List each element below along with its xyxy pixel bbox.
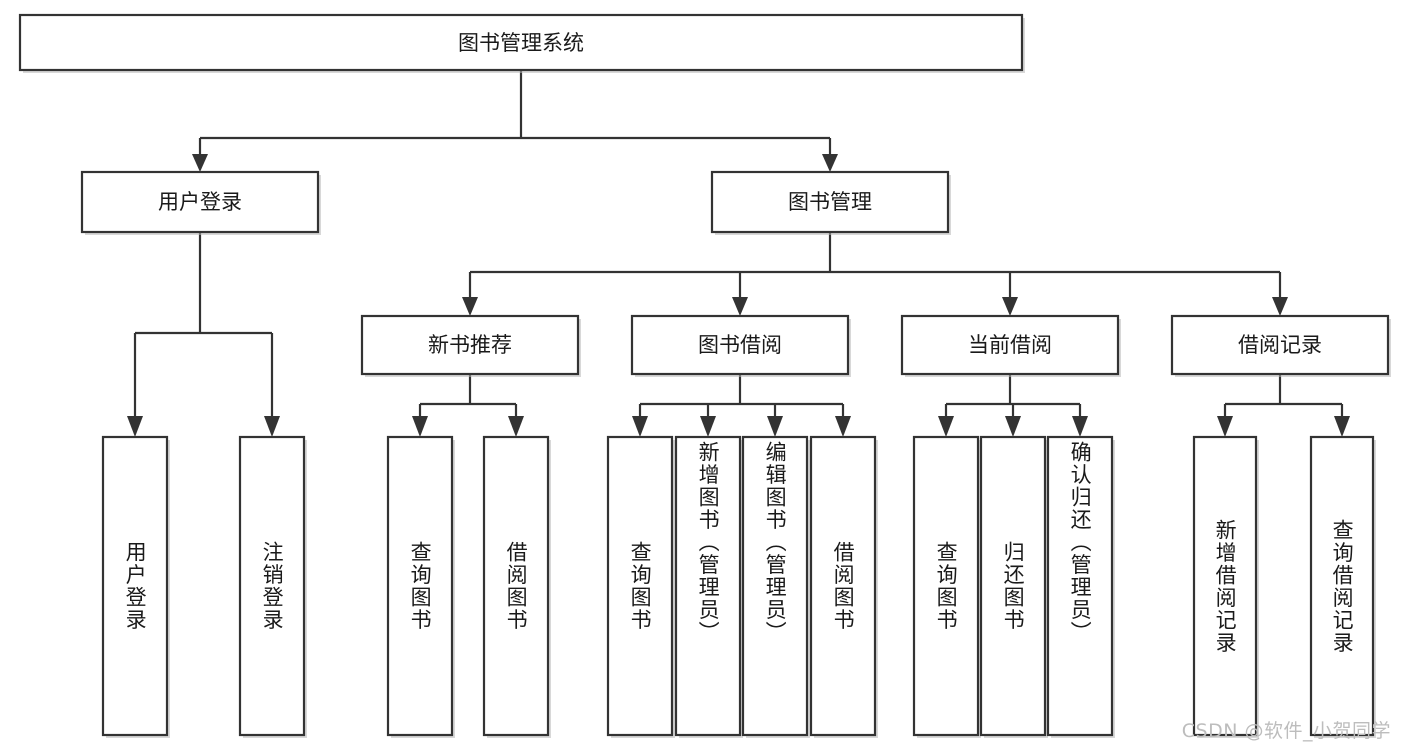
leaf-node-edit-book-admin[interactable] bbox=[741, 435, 810, 738]
leaf-node-add-book-admin[interactable] bbox=[674, 435, 743, 738]
node-book-manage[interactable]: 图书管理 bbox=[710, 170, 951, 235]
leaf-node-query-borrow-record[interactable] bbox=[1309, 435, 1376, 738]
node-rect bbox=[1046, 435, 1114, 737]
node-label: 图书管理系统 bbox=[458, 31, 584, 55]
arrowhead-leaf-add-borrow-record bbox=[1217, 416, 1233, 437]
node-rect bbox=[238, 435, 306, 737]
leaf-node-query-book-2[interactable] bbox=[606, 435, 675, 738]
node-label: 用户登录 bbox=[158, 190, 242, 214]
node-rect bbox=[710, 170, 950, 234]
node-current-borrow[interactable]: 当前借阅 bbox=[900, 314, 1121, 377]
leaf-node-user-logout[interactable] bbox=[238, 435, 307, 738]
node-book-borrow[interactable]: 图书借阅 bbox=[630, 314, 851, 377]
node-rect bbox=[979, 435, 1047, 737]
csdn-watermark: CSDN @软件_小贺同学 bbox=[1181, 720, 1391, 742]
arrowhead-leaf-borrow-book-2 bbox=[835, 416, 851, 437]
node-rect bbox=[741, 435, 809, 737]
arrowhead-leaf-user-login bbox=[127, 416, 143, 437]
arrowhead-leaf-query-book-3 bbox=[938, 416, 954, 437]
arrowhead-new-book-recommend bbox=[462, 297, 478, 316]
arrowhead-leaf-query-book-2 bbox=[632, 416, 648, 437]
arrowhead-leaf-add-book-admin bbox=[700, 416, 716, 437]
node-borrow-record[interactable]: 借阅记录 bbox=[1170, 314, 1391, 377]
arrowhead-leaf-user-logout bbox=[264, 416, 280, 437]
leaf-node-confirm-return-admin[interactable] bbox=[1046, 435, 1115, 738]
arrowhead-leaf-confirm-return-admin bbox=[1072, 416, 1088, 437]
leaf-node-add-borrow-record[interactable] bbox=[1192, 435, 1259, 738]
node-rect bbox=[809, 435, 877, 737]
node-rect bbox=[900, 314, 1120, 376]
arrowhead-borrow-record bbox=[1272, 297, 1288, 316]
leaf-node-user-login[interactable] bbox=[101, 435, 170, 738]
node-rect bbox=[360, 314, 580, 376]
node-rect bbox=[1170, 314, 1390, 376]
arrowhead-leaf-query-book-1 bbox=[412, 416, 428, 437]
node-label: 借阅记录 bbox=[1238, 333, 1322, 357]
node-user-login[interactable]: 用户登录 bbox=[80, 170, 321, 235]
arrowhead-book-borrow bbox=[732, 297, 748, 316]
connector-layer bbox=[127, 70, 1350, 437]
node-label: 当前借阅 bbox=[968, 333, 1052, 357]
arrowhead-leaf-query-borrow-record bbox=[1334, 416, 1350, 437]
node-label: 图书借阅 bbox=[698, 333, 782, 357]
node-rect bbox=[1192, 435, 1258, 737]
node-rect bbox=[386, 435, 454, 737]
leaf-node-borrow-book-2[interactable] bbox=[809, 435, 878, 738]
node-rect bbox=[482, 435, 550, 737]
node-rect bbox=[674, 435, 742, 737]
leaf-node-layer bbox=[101, 435, 1376, 738]
node-title-system[interactable]: 图书管理系统 bbox=[18, 13, 1025, 73]
leaf-node-borrow-book-1[interactable] bbox=[482, 435, 551, 738]
leaf-node-query-book-1[interactable] bbox=[386, 435, 455, 738]
arrowhead-user-login bbox=[192, 154, 208, 172]
node-rect bbox=[912, 435, 980, 737]
node-rect bbox=[80, 170, 320, 234]
node-rect bbox=[630, 314, 850, 376]
node-rect bbox=[101, 435, 169, 737]
node-label: 图书管理 bbox=[788, 190, 872, 214]
arrowhead-current-borrow bbox=[1002, 297, 1018, 316]
arrowhead-book-manage bbox=[822, 154, 838, 172]
leaf-node-return-book[interactable] bbox=[979, 435, 1048, 738]
arrowhead-leaf-edit-book-admin bbox=[767, 416, 783, 437]
arrowhead-leaf-return-book bbox=[1005, 416, 1021, 437]
node-rect bbox=[606, 435, 674, 737]
arrowhead-leaf-borrow-book-1 bbox=[508, 416, 524, 437]
node-rect bbox=[1309, 435, 1375, 737]
node-layer: 图书管理系统 用户登录 图书管理 新书推荐 图书 bbox=[18, 13, 1391, 738]
leaf-node-query-book-3[interactable] bbox=[912, 435, 981, 738]
node-label: 新书推荐 bbox=[428, 333, 512, 357]
node-rect bbox=[18, 13, 1024, 72]
node-new-book-recommend[interactable]: 新书推荐 bbox=[360, 314, 581, 377]
